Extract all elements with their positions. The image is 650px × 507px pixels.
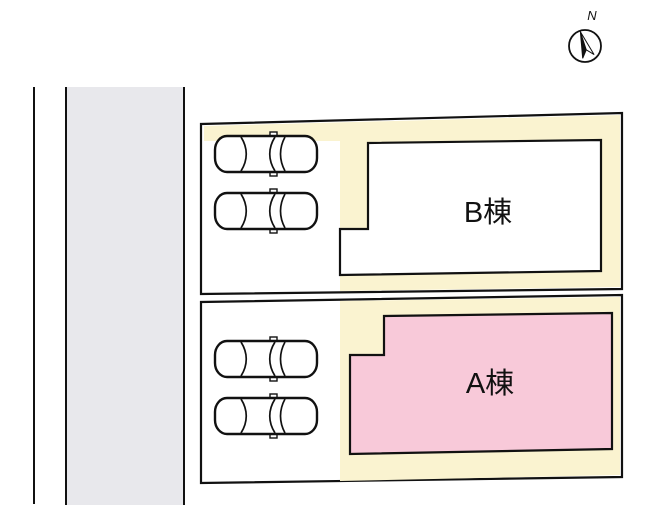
car-icon [213,131,319,177]
building-a-label: A棟 [466,367,514,400]
north-compass: N [568,8,602,63]
compass-needle [579,31,595,59]
road [66,87,184,505]
car-icon [213,393,319,439]
car-icon [213,336,319,382]
building-b [338,138,603,277]
building-a [348,311,614,456]
north-label: N [587,8,597,23]
car-icon [213,188,319,234]
building-b-label: B棟 [464,196,512,229]
